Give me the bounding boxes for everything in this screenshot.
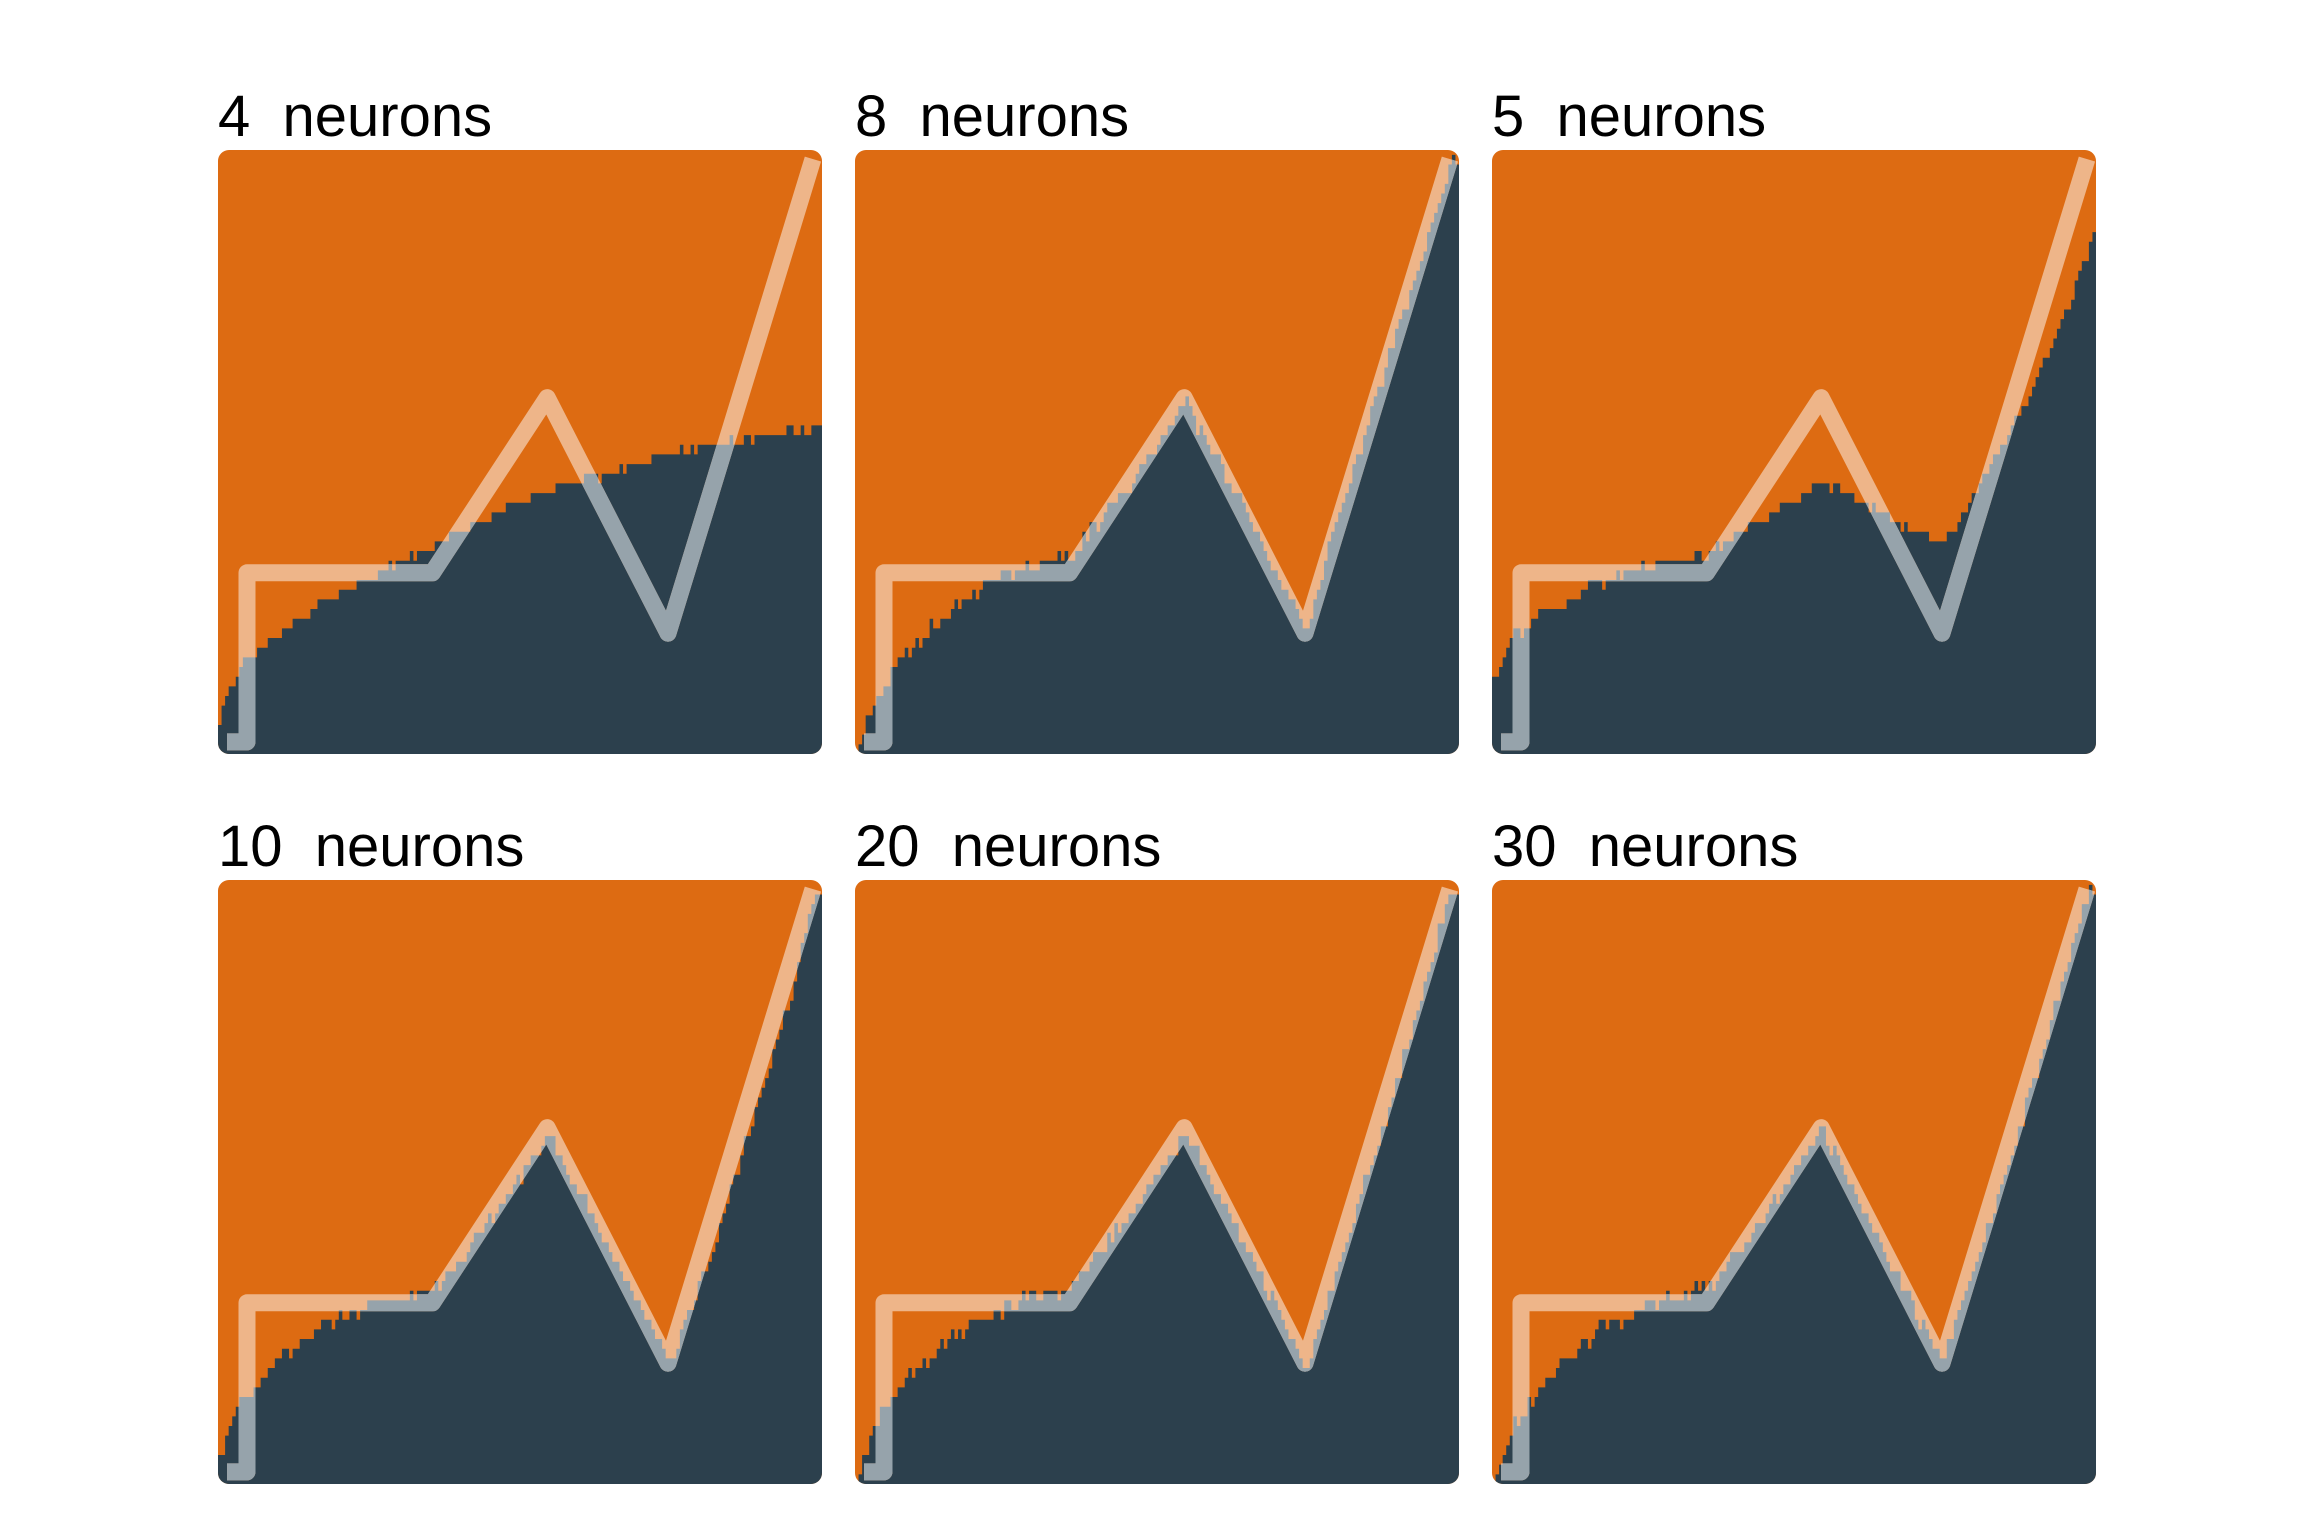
panel-title-cell-5: 20 neurons [855, 754, 1459, 880]
decision-boundary-plot-2 [855, 150, 1459, 754]
panel-title-cell-1: 4 neurons [218, 30, 822, 150]
panel-title-cell-4: 10 neurons [218, 754, 822, 880]
decision-boundary-plot-1 [218, 150, 822, 754]
panel-title-cell-6: 30 neurons [1492, 754, 2096, 880]
true-boundary-line-shadowed [1501, 886, 2096, 1481]
decision-boundary-plot-6 [1492, 880, 2096, 1484]
panel-title-2: 8 neurons [855, 84, 1130, 149]
panel-title-3: 5 neurons [1492, 84, 1767, 149]
decision-boundary-plot-4 [218, 880, 822, 1484]
region-class-below [218, 894, 822, 1484]
panel-title-5: 20 neurons [855, 814, 1162, 879]
panel-title-4: 10 neurons [218, 814, 525, 879]
true-boundary-line-shadowed [227, 425, 822, 751]
panel-title-cell-3: 5 neurons [1492, 30, 2096, 150]
decision-boundary-plot-5 [855, 880, 1459, 1484]
panel-title-cell-2: 8 neurons [855, 30, 1459, 150]
panel-title-6: 30 neurons [1492, 814, 1799, 879]
true-boundary-line-shadowed [864, 156, 1459, 751]
panel-title-1: 4 neurons [218, 84, 493, 149]
decision-boundary-plot-3 [1492, 150, 2096, 754]
region-class-below [218, 425, 822, 754]
true-boundary-line-shadowed [227, 894, 822, 1481]
true-boundary-line-shadowed [1501, 222, 2096, 751]
